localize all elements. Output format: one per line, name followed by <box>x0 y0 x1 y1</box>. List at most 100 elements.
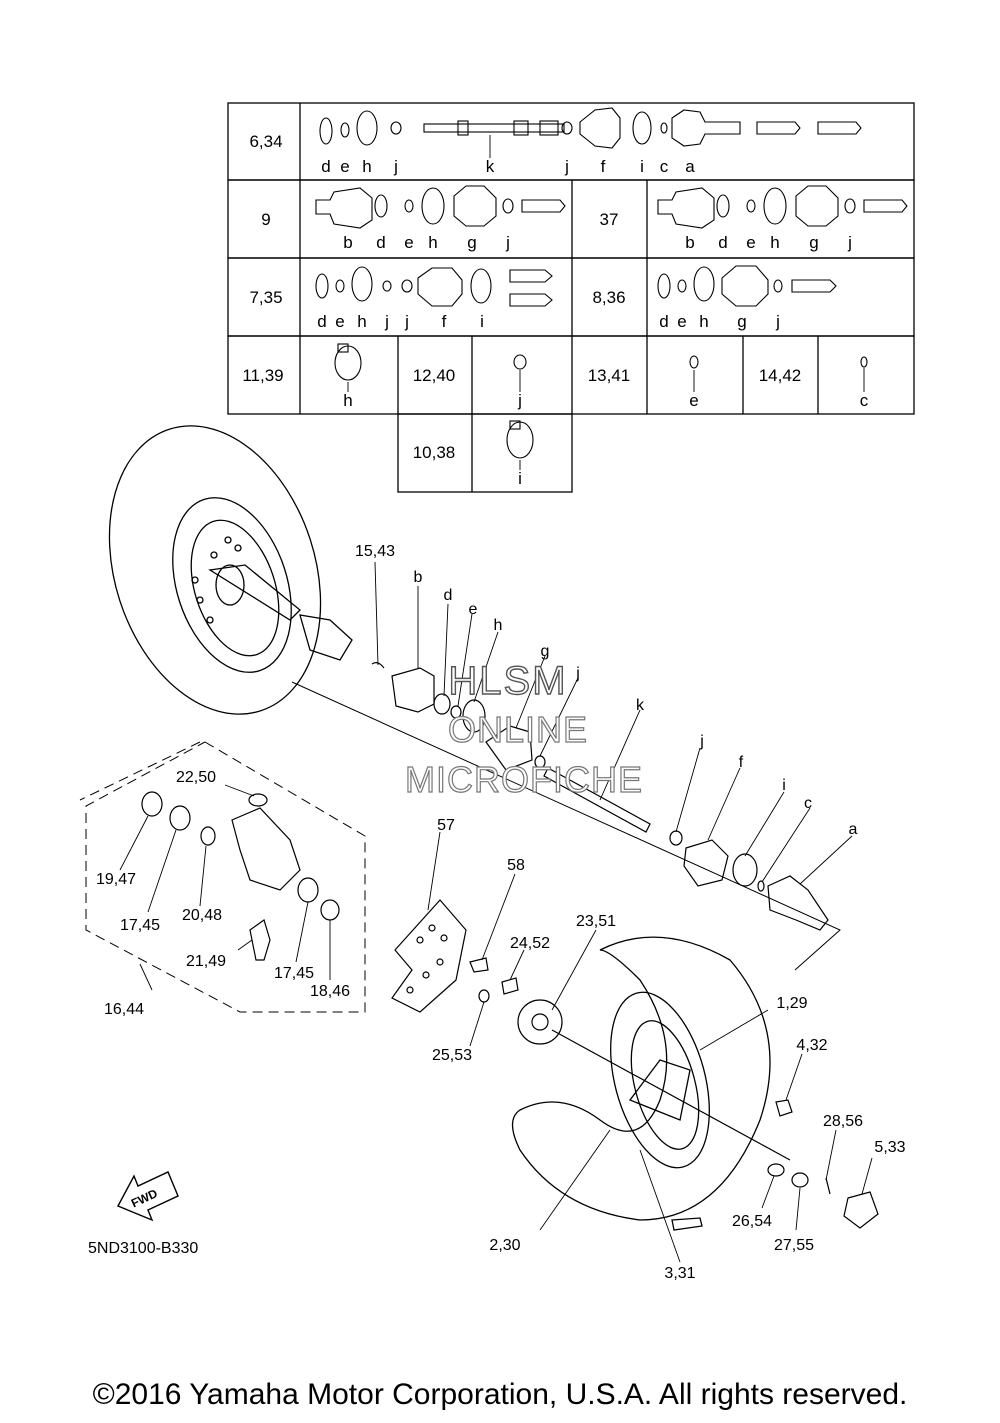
svg-text:j: j <box>393 157 398 176</box>
callout-f: f <box>739 754 744 771</box>
callout-d: d <box>444 587 453 604</box>
row-num-9: 9 <box>261 210 270 229</box>
callout-18-46: 18,46 <box>310 983 350 1000</box>
callout-k: k <box>636 697 645 714</box>
svg-text:f: f <box>442 312 447 331</box>
callout-b: b <box>414 569 423 586</box>
row2-right-parts-icon <box>657 185 908 229</box>
row-num-12-40: 12,40 <box>413 366 456 385</box>
svg-text:c: c <box>660 157 669 176</box>
callout-27-55: 27,55 <box>774 1237 814 1254</box>
svg-text:j: j <box>517 391 522 410</box>
row4-letters: h j e c i <box>343 391 868 488</box>
svg-text:g: g <box>737 312 746 331</box>
svg-text:j: j <box>564 157 569 176</box>
row-num-10-38: 10,38 <box>413 443 456 462</box>
callout-c: c <box>804 795 812 812</box>
small-hardware <box>767 1099 879 1229</box>
svg-text:h: h <box>770 233 779 252</box>
upper-tire-drawing <box>108 425 353 715</box>
row2-left-parts-icon <box>315 185 566 229</box>
svg-text:e: e <box>335 312 344 331</box>
row-num-8-36: 8,36 <box>592 288 625 307</box>
callout-h: h <box>494 617 503 634</box>
callout-58: 58 <box>507 857 525 874</box>
callout-24-52: 24,52 <box>510 935 550 952</box>
callout-1-29: 1,29 <box>776 995 807 1012</box>
svg-text:j: j <box>384 312 389 331</box>
callout-23-51: 23,51 <box>576 913 616 930</box>
row-num-14-42: 14,42 <box>759 366 802 385</box>
svg-text:e: e <box>677 312 686 331</box>
svg-text:e: e <box>404 233 413 252</box>
callout-j2: j <box>699 733 704 750</box>
lower-tire-drawing <box>511 936 771 1231</box>
svg-text:d: d <box>376 233 385 252</box>
callout-2-30: 2,30 <box>489 1237 520 1254</box>
svg-text:HLSM: HLSM <box>448 659 567 703</box>
row-num-6-34: 6,34 <box>249 132 282 151</box>
callout-16-44: 16,44 <box>104 1001 144 1018</box>
row1-parts-icon <box>319 107 862 149</box>
hub-parts <box>469 957 791 1161</box>
watermark: HLSM ONLINE MICROFICHE <box>404 658 643 800</box>
knuckle-parts <box>141 791 340 961</box>
row2-left-letters: b d e h g j <box>343 233 510 252</box>
row4-parts-icons <box>334 343 868 459</box>
svg-text:e: e <box>340 157 349 176</box>
callout-28-56: 28,56 <box>823 1113 863 1130</box>
svg-text:h: h <box>357 312 366 331</box>
svg-text:b: b <box>343 233 352 252</box>
diagram-code: 5ND3100-B330 <box>88 1240 199 1257</box>
callout-g: g <box>541 643 550 660</box>
svg-text:h: h <box>343 391 352 410</box>
svg-text:j: j <box>505 233 510 252</box>
svg-text:i: i <box>640 157 644 176</box>
svg-text:g: g <box>809 233 818 252</box>
knuckle-group-box <box>85 741 366 1013</box>
svg-text:i: i <box>480 312 484 331</box>
svg-text:d: d <box>659 312 668 331</box>
svg-text:h: h <box>699 312 708 331</box>
svg-text:j: j <box>775 312 780 331</box>
fwd-arrow-icon <box>117 1171 179 1222</box>
callout-leaders <box>119 561 873 1263</box>
row3-right-letters: d e h g j <box>659 312 780 331</box>
svg-text:ONLINE: ONLINE <box>448 709 588 750</box>
callout-17-45a: 17,45 <box>120 917 160 934</box>
svg-text:i: i <box>518 469 522 488</box>
svg-text:h: h <box>428 233 437 252</box>
row3-left-parts-icon <box>315 266 553 307</box>
table-leaders <box>347 135 865 470</box>
svg-text:b: b <box>685 233 694 252</box>
svg-text:e: e <box>746 233 755 252</box>
callout-17-45b: 17,45 <box>274 965 314 982</box>
svg-text:d: d <box>317 312 326 331</box>
svg-text:h: h <box>362 157 371 176</box>
svg-text:d: d <box>321 157 330 176</box>
row3-left-letters: d e h j j f i <box>317 312 484 331</box>
row3-right-parts-icon <box>657 265 837 307</box>
driveshaft-outline <box>79 681 841 971</box>
row-num-37: 37 <box>600 210 619 229</box>
callout-19-47: 19,47 <box>96 871 136 888</box>
callout-26-54: 26,54 <box>732 1213 772 1230</box>
svg-text:k: k <box>486 157 495 176</box>
svg-text:j: j <box>404 312 409 331</box>
callout-21-49: 21,49 <box>186 953 226 970</box>
row-num-13-41: 13,41 <box>588 366 631 385</box>
callout-e: e <box>469 601 478 618</box>
kit-table <box>227 102 915 493</box>
svg-text:a: a <box>685 157 695 176</box>
callout-3-31: 3,31 <box>664 1265 695 1282</box>
row1-letters: d e h j k j f i c a <box>321 157 695 176</box>
callout-22-50: 22,50 <box>176 769 216 786</box>
svg-text:MICROFICHE: MICROFICHE <box>405 759 643 800</box>
row-num-11-39: 11,39 <box>242 366 283 385</box>
callout-4-32: 4,32 <box>796 1037 827 1054</box>
callout-15-43: 15,43 <box>355 543 395 560</box>
svg-text:c: c <box>860 391 869 410</box>
callout-labels: 15,43 b d e h g j k j f i c a 22,50 57 1… <box>96 543 906 1282</box>
callout-i: i <box>782 777 786 794</box>
callout-57: 57 <box>437 817 455 834</box>
